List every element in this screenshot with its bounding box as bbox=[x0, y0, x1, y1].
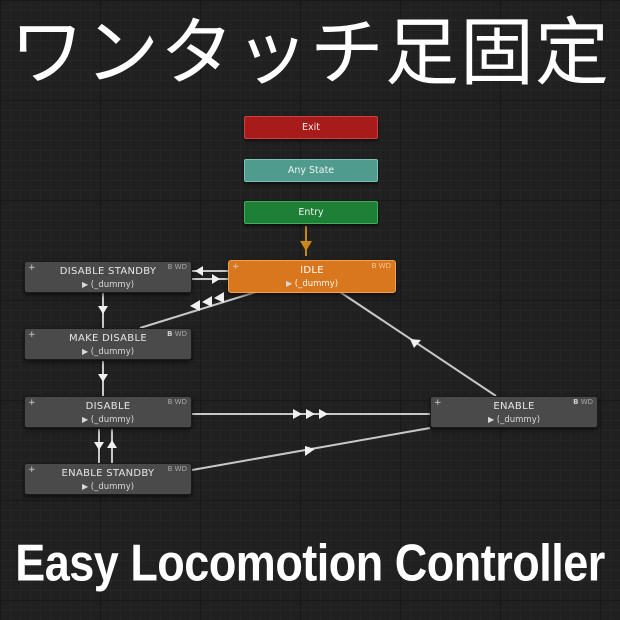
state-motion: ▶ (_dummy) bbox=[25, 482, 191, 492]
arrow-make-disable-idle-3 bbox=[214, 292, 224, 303]
arrow-entry-idle bbox=[300, 241, 312, 251]
state-name: DISABLE STANDBY bbox=[59, 266, 157, 277]
state-flags: B WD bbox=[167, 398, 187, 406]
plus-icon: + bbox=[28, 398, 36, 408]
state-enable-standby[interactable]: + ENABLE STANDBY B WD ▶ (_dummy) bbox=[24, 463, 192, 495]
arrow-make-disable-idle-2 bbox=[202, 296, 212, 307]
play-icon: ▶ bbox=[81, 347, 89, 356]
state-name: MAKE DISABLE bbox=[69, 333, 147, 344]
flag-b: B bbox=[573, 398, 579, 406]
arrow-to-disable bbox=[107, 440, 117, 448]
arrow-to-idle bbox=[212, 274, 220, 284]
state-idle[interactable]: + IDLE B WD ▶ (_dummy) bbox=[228, 260, 396, 293]
state-flags: B WD bbox=[167, 330, 187, 338]
state-flags: B WD bbox=[167, 465, 187, 473]
state-enable[interactable]: + ENABLE B WD ▶ (_dummy) bbox=[430, 396, 598, 428]
motion-label: (_dummy) bbox=[90, 347, 135, 357]
state-disable-standby[interactable]: + DISABLE STANDBY B WD ▶ (_dummy) bbox=[24, 261, 192, 293]
state-motion: ▶ (_dummy) bbox=[25, 415, 191, 425]
motion-label: (_dummy) bbox=[90, 280, 135, 290]
plus-icon: + bbox=[28, 465, 36, 475]
state-motion: ▶ (_dummy) bbox=[25, 280, 191, 290]
state-motion: ▶ (_dummy) bbox=[229, 279, 395, 289]
state-name: ENABLE STANDBY bbox=[61, 468, 155, 479]
motion-label: (_dummy) bbox=[496, 415, 541, 425]
state-name: DISABLE bbox=[85, 401, 131, 412]
flag-wd: WD bbox=[580, 398, 593, 406]
motion-label: (_dummy) bbox=[90, 482, 135, 492]
play-icon: ▶ bbox=[81, 482, 89, 491]
play-icon: ▶ bbox=[487, 415, 495, 424]
state-name: IDLE bbox=[300, 265, 324, 276]
play-icon: ▶ bbox=[285, 279, 293, 288]
arrow-disable-standby-make-disable bbox=[98, 306, 108, 314]
state-make-disable[interactable]: + MAKE DISABLE B WD ▶ (_dummy) bbox=[24, 328, 192, 360]
title-english: Easy Locomotion Controller bbox=[15, 533, 605, 592]
any-state[interactable]: Any State bbox=[244, 159, 378, 182]
state-flags: B WD bbox=[371, 262, 391, 270]
state-name: ENABLE bbox=[493, 401, 535, 412]
entry-state[interactable]: Entry bbox=[244, 201, 378, 224]
flag-wd: WD bbox=[174, 330, 187, 338]
state-flags: B WD bbox=[167, 263, 187, 271]
arrow-enable-standby-enable bbox=[305, 446, 315, 456]
arrow-disable-enable-3 bbox=[319, 409, 328, 419]
arrow-enable-idle bbox=[410, 339, 421, 348]
state-flags: B WD bbox=[573, 398, 593, 406]
plus-icon: + bbox=[232, 262, 240, 272]
play-icon: ▶ bbox=[81, 415, 89, 424]
arrow-make-disable-idle-1 bbox=[190, 300, 200, 311]
state-disable[interactable]: + DISABLE B WD ▶ (_dummy) bbox=[24, 396, 192, 428]
state-motion: ▶ (_dummy) bbox=[25, 347, 191, 357]
arrow-disable-enable-2 bbox=[306, 409, 315, 419]
flag-b: B bbox=[167, 330, 173, 338]
edge-enable-idle[interactable] bbox=[339, 291, 497, 397]
plus-icon: + bbox=[28, 263, 36, 273]
motion-label: (_dummy) bbox=[90, 415, 135, 425]
arrow-to-enable-standby bbox=[94, 442, 104, 450]
arrow-disable-enable-1 bbox=[293, 409, 302, 419]
plus-icon: + bbox=[434, 398, 442, 408]
arrow-make-disable-disable bbox=[98, 374, 108, 382]
title-japanese: ワンタッチ足固定 bbox=[10, 10, 610, 96]
exit-state[interactable]: Exit bbox=[244, 116, 378, 139]
play-icon: ▶ bbox=[81, 280, 89, 289]
state-motion: ▶ (_dummy) bbox=[431, 415, 597, 425]
plus-icon: + bbox=[28, 330, 36, 340]
arrow-to-disable-standby bbox=[195, 266, 203, 276]
motion-label: (_dummy) bbox=[294, 279, 339, 289]
